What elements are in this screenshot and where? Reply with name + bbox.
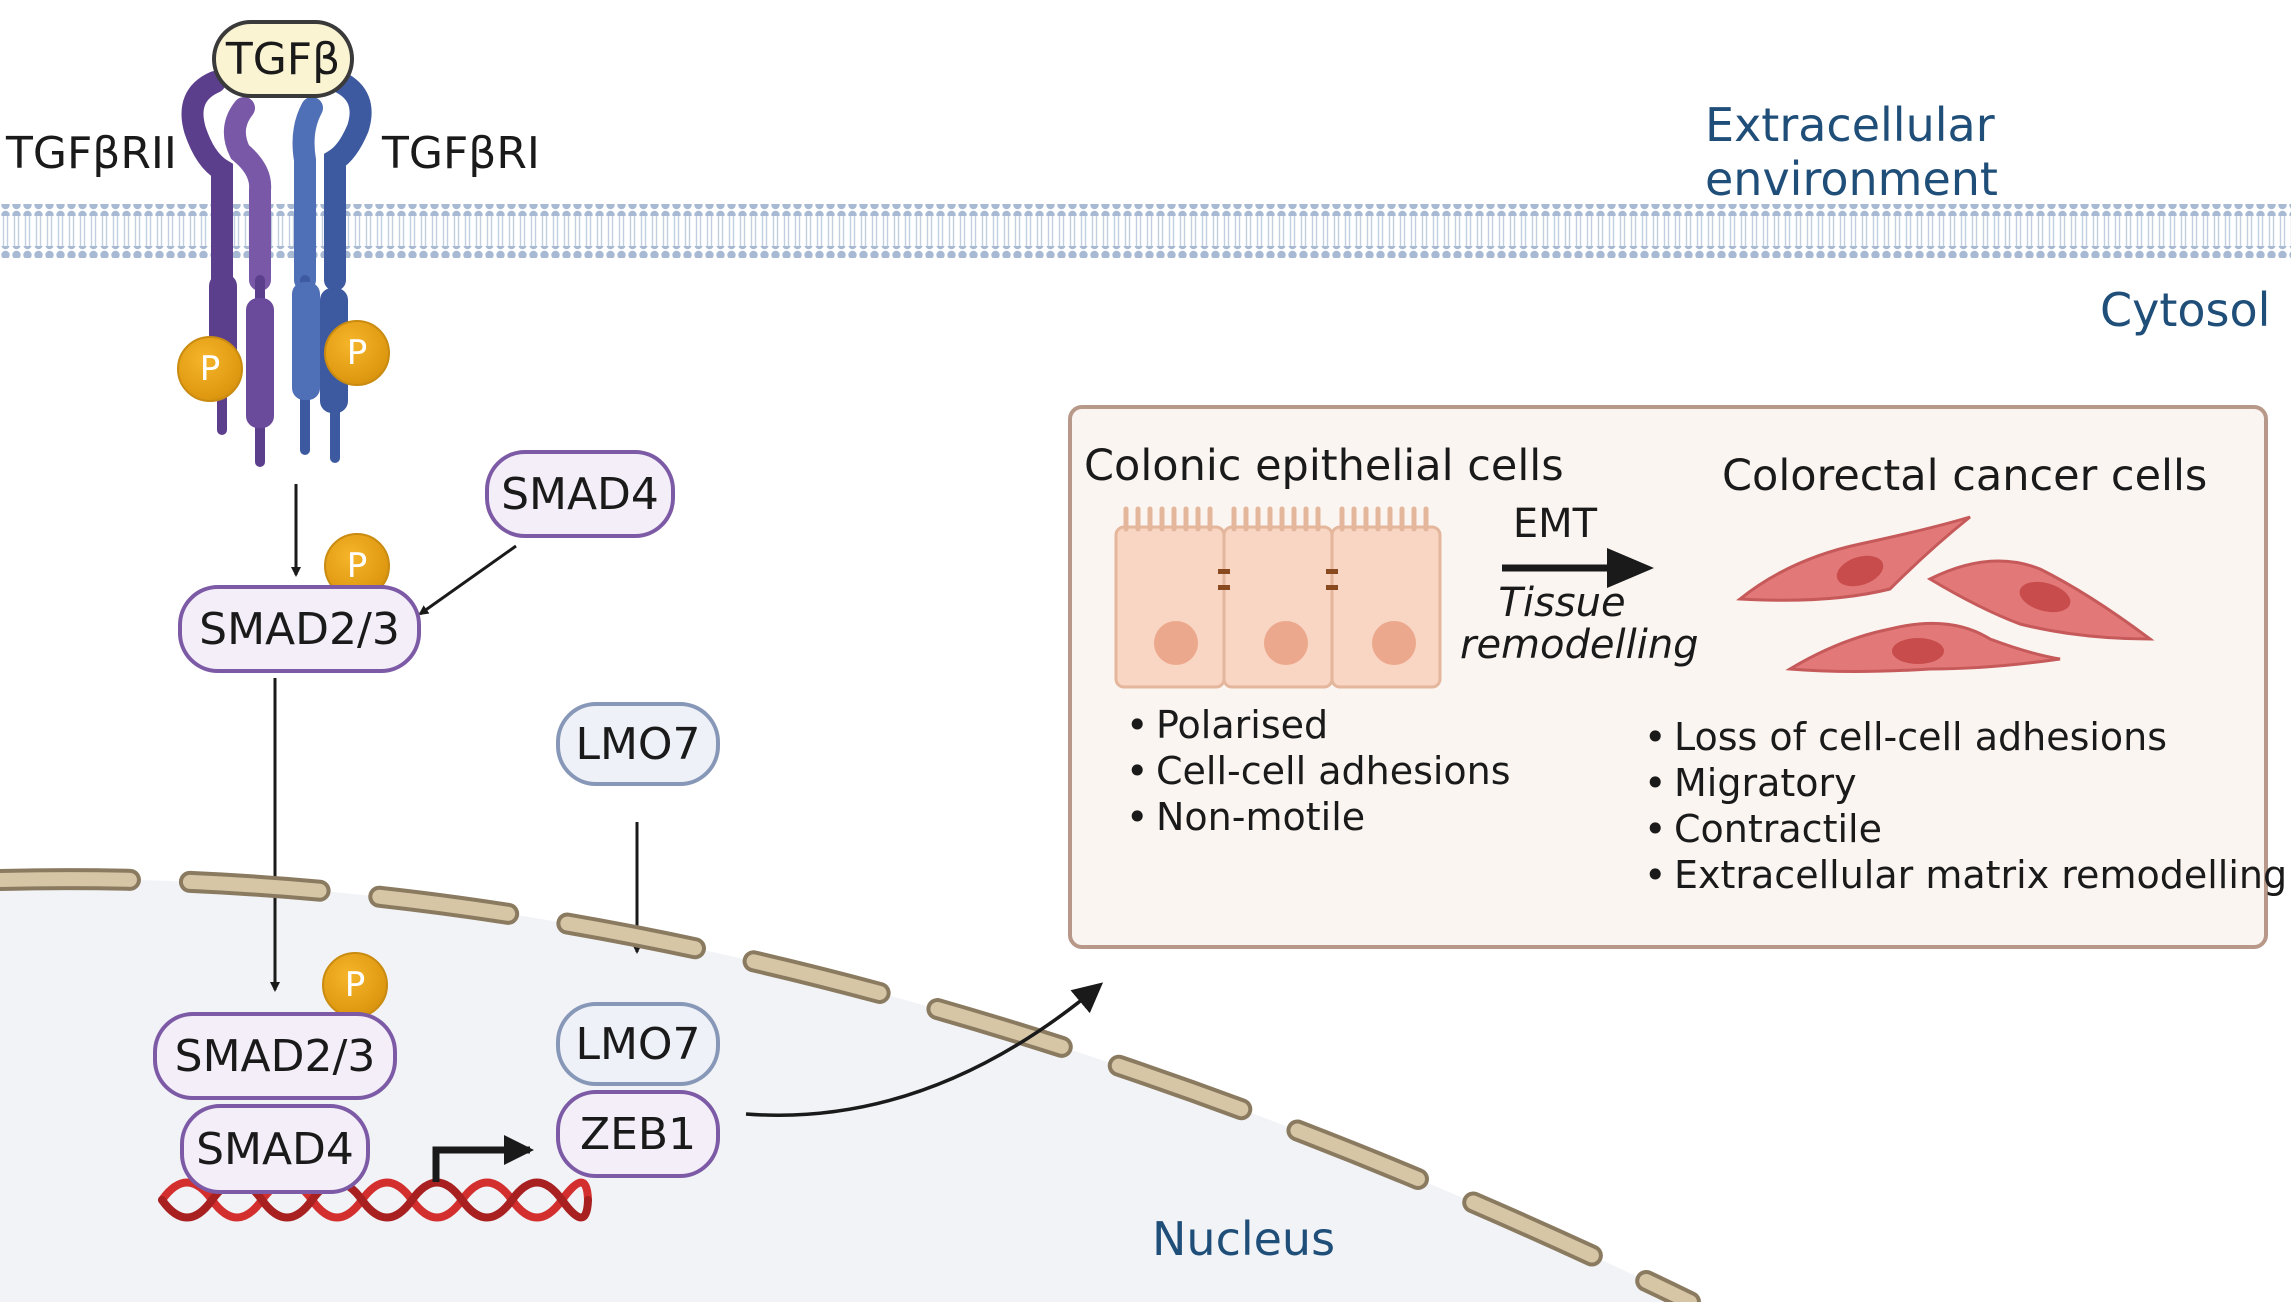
- remodelling-label: remodelling: [1460, 622, 1699, 668]
- tgfb-ligand: TGFβ: [212, 20, 354, 98]
- epithelial-trait: Non-motile: [1126, 794, 1511, 840]
- smad23-cytosol: SMAD2/3: [178, 585, 421, 673]
- lmo7-cytosol: LMO7: [556, 702, 720, 786]
- cancer-trait: Contractile: [1644, 806, 2287, 852]
- cytosol-label: Cytosol: [2100, 283, 2271, 337]
- arrow-to-emt-panel: [745, 982, 1104, 1117]
- nucleus-region: [0, 879, 1690, 1302]
- cancer-traits: Loss of cell-cell adhesions Migratory Co…: [1644, 714, 2287, 898]
- phosphate-smad23-nuc: P: [322, 952, 388, 1018]
- lmo7-nucleus: LMO7: [556, 1002, 720, 1086]
- epithelial-title: Colonic epithelial cells: [1084, 441, 1564, 491]
- epithelial-trait: Polarised: [1126, 702, 1511, 748]
- cancer-trait: Extracellular matrix remodelling: [1644, 852, 2287, 898]
- phosphate-tgfbr2: P: [177, 336, 243, 402]
- epithelial-cells-illustration: [1114, 506, 1442, 689]
- tgfbr2-label: TGFβRII: [6, 128, 177, 179]
- smad4-cytosol: SMAD4: [485, 450, 675, 538]
- cell-junctions: [1218, 569, 1338, 590]
- cancer-cells-illustration: [1735, 515, 2155, 673]
- plasma-membrane: [0, 204, 2291, 258]
- arrow-smad4-to-smad23: [418, 544, 517, 616]
- smad23-nucleus: SMAD2/3: [153, 1012, 397, 1100]
- tgfbr2-receptor: [181, 71, 274, 467]
- tissue-label: Tissue: [1498, 580, 1626, 626]
- epithelial-trait: Cell-cell adhesions: [1126, 748, 1511, 794]
- cancer-trait: Migratory: [1644, 760, 2287, 806]
- emt-arrow: [1502, 548, 1654, 588]
- cancer-title: Colorectal cancer cells: [1722, 451, 2208, 501]
- phosphate-tgfbr1: P: [324, 320, 390, 386]
- cancer-trait: Loss of cell-cell adhesions: [1644, 714, 2287, 760]
- nucleus-label: Nucleus: [1152, 1212, 1336, 1266]
- smad4-nucleus: SMAD4: [180, 1104, 370, 1194]
- extracellular-label: Extracellular environment: [1705, 98, 1998, 206]
- microvilli: [1123, 506, 1429, 532]
- tgfbr1-label: TGFβRI: [382, 128, 540, 179]
- epithelial-traits: Polarised Cell-cell adhesions Non-motile: [1126, 702, 1511, 840]
- zeb1-nucleus: ZEB1: [556, 1090, 720, 1178]
- tgfbr1-receptor: [292, 71, 372, 463]
- emt-panel: Colonic epithelial cells Colorectal canc…: [1068, 405, 2287, 949]
- emt-label: EMT: [1512, 501, 1598, 547]
- transcription-arrow: [432, 1135, 534, 1182]
